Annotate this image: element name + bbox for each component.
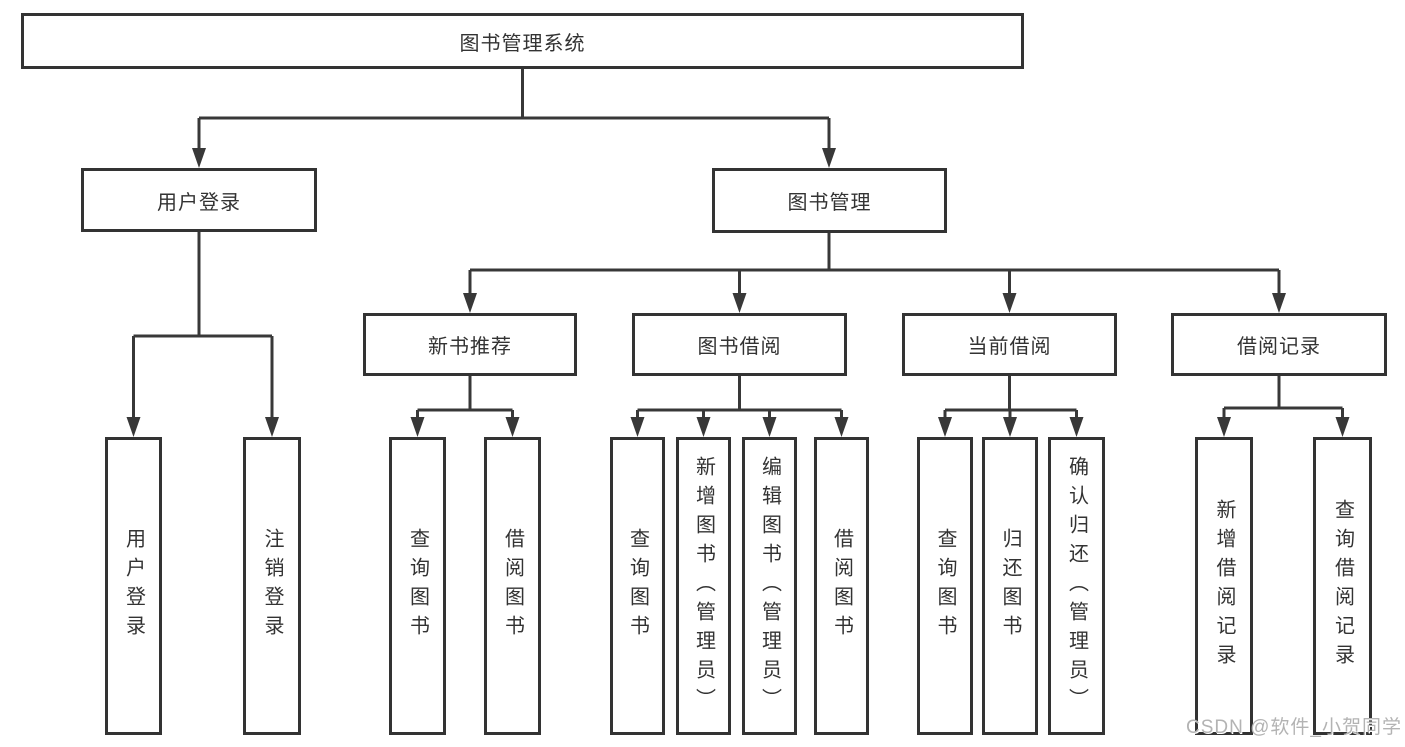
leaf-search-borrow-record: 查询借阅记录 [1313,437,1372,735]
leaf-search-books-borrowing: 查询图书 [610,437,665,735]
leaf-borrow-books-borrowing: 借阅图书 [814,437,869,735]
leaf-borrow-books-recommend: 借阅图书 [484,437,541,735]
leaf-logout: 注销登录 [243,437,301,735]
leaf-search-books-recommend-label: 查询图书 [406,528,429,644]
leaf-user-login: 用户登录 [105,437,162,735]
node-borrowing-records-label: 借阅记录 [1237,336,1321,358]
leaf-search-books-recommend: 查询图书 [389,437,446,735]
node-book-borrowing-label: 图书借阅 [697,336,782,358]
leaf-search-books-borrowing-label: 查询图书 [626,528,649,644]
node-book-management: 图书管理 [712,168,947,233]
leaf-add-borrow-record: 新增借阅记录 [1195,437,1253,735]
node-current-borrowing-label: 当前借阅 [967,336,1052,358]
node-current-borrowing: 当前借阅 [902,313,1117,376]
leaf-edit-books-admin-label: 编辑图书（管理员） [758,455,781,717]
leaf-search-books-current: 查询图书 [917,437,973,735]
leaf-edit-books-admin: 编辑图书（管理员） [742,437,797,735]
node-new-book-recommend: 新书推荐 [363,313,577,376]
leaf-return-books: 归还图书 [982,437,1038,735]
leaf-search-borrow-record-label: 查询借阅记录 [1331,499,1354,673]
node-book-management-label: 图书管理 [787,192,872,214]
node-root-label: 图书管理系统 [459,32,586,55]
leaf-add-borrow-record-label: 新增借阅记录 [1213,499,1235,673]
leaf-add-books-admin: 新增图书（管理员） [676,437,731,735]
leaf-confirm-return-admin-label: 确认归还（管理员） [1065,455,1088,717]
watermark: CSDN @软件_小贺同学 [1186,717,1402,738]
leaf-add-books-admin-label: 新增图书（管理员） [692,455,715,717]
node-root: 图书管理系统 [21,13,1024,69]
node-user-login-label: 用户登录 [157,191,241,214]
node-new-book-recommend-label: 新书推荐 [428,336,512,358]
leaf-logout-label: 注销登录 [261,528,283,644]
leaf-borrow-books-borrowing-label: 借阅图书 [830,528,853,644]
leaf-search-books-current-label: 查询图书 [934,528,956,644]
node-user-login: 用户登录 [81,168,317,232]
node-borrowing-records: 借阅记录 [1171,313,1387,376]
node-book-borrowing: 图书借阅 [632,313,847,376]
leaf-user-login-label: 用户登录 [122,528,145,644]
leaf-return-books-label: 归还图书 [999,528,1021,644]
leaf-borrow-books-recommend-label: 借阅图书 [501,528,524,644]
leaf-confirm-return-admin: 确认归还（管理员） [1048,437,1105,735]
